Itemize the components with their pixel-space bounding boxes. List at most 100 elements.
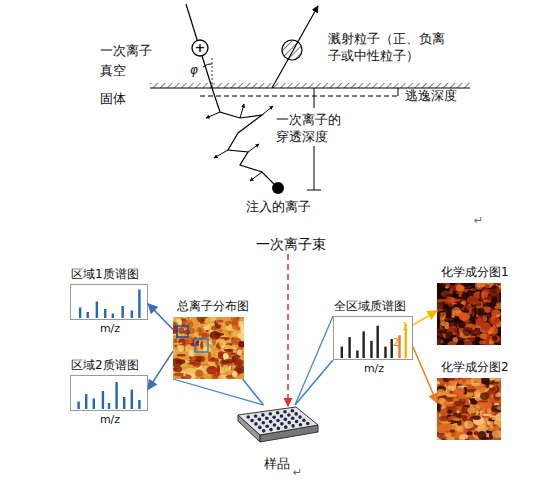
image-texture	[462, 413, 470, 415]
image-texture	[462, 415, 468, 421]
sample-spot	[284, 425, 288, 429]
image-texture	[458, 322, 466, 329]
spectrum-peak	[85, 394, 87, 409]
sample-spot	[269, 428, 273, 432]
connector-arrow	[295, 360, 333, 405]
sample-spot	[258, 418, 262, 422]
ion-image: 总离子分布图	[173, 317, 244, 379]
sample-spot	[265, 424, 269, 428]
axis-label: m/z	[71, 413, 149, 427]
image-texture	[463, 308, 469, 312]
primary-ion-beam	[287, 254, 289, 406]
spectrum-peak	[115, 382, 117, 409]
spectrum-peak	[108, 403, 110, 409]
escape-depth-marker	[398, 88, 399, 96]
image-texture	[206, 366, 217, 374]
image-texture	[477, 431, 486, 439]
image-texture	[233, 347, 237, 353]
spectrum-peak	[77, 402, 79, 410]
spectrum-plot	[334, 317, 412, 359]
image-texture	[496, 314, 500, 317]
annotation-label: 注入的离子	[246, 198, 311, 215]
node-title: 总离子分布图	[177, 299, 249, 313]
sample-spot	[276, 411, 280, 415]
image-texture	[174, 366, 183, 372]
depth-marker	[314, 88, 315, 108]
sample-spot	[250, 419, 254, 423]
image-texture	[202, 334, 209, 338]
image-texture	[200, 341, 203, 349]
image-texture	[441, 283, 444, 289]
annotation-label: 固体	[100, 90, 126, 107]
image-texture	[180, 342, 183, 344]
depth-tick	[307, 190, 321, 191]
node-title: 区域1质谱图	[71, 267, 139, 281]
sample-spot	[280, 414, 284, 418]
spectrum-peak	[79, 308, 81, 319]
sample-spot	[299, 423, 303, 427]
image-texture	[479, 340, 486, 344]
spectrum-peak	[102, 391, 104, 409]
node-title: +	[191, 39, 209, 57]
image-texture	[189, 350, 195, 357]
image-texture	[222, 322, 225, 331]
axis-label: m/z	[71, 322, 149, 336]
image-texture	[217, 320, 224, 323]
image-texture	[445, 294, 453, 296]
node-title: 化学成分图1	[441, 265, 509, 279]
image-texture	[453, 380, 462, 382]
region-marker	[195, 339, 208, 352]
image-texture	[437, 424, 447, 433]
image-texture	[441, 340, 444, 343]
image-texture	[464, 340, 472, 345]
image-texture	[482, 414, 492, 416]
mass-spectrum: 区域2质谱图m/z	[70, 375, 148, 411]
annotation-label: 一次离子束	[256, 236, 326, 253]
sample-spot	[291, 424, 295, 428]
image-texture	[446, 398, 453, 402]
depth-marker	[314, 146, 315, 190]
image-texture	[466, 379, 473, 384]
image-texture	[467, 296, 479, 305]
ion-image: 化学成分图1	[437, 283, 501, 345]
image-texture	[446, 433, 451, 440]
image-texture	[477, 385, 485, 393]
connector-arrow	[148, 304, 173, 330]
recoil-branch	[206, 112, 220, 118]
sample-spot	[265, 416, 269, 420]
primary-ion-circle: +	[191, 39, 209, 57]
connector-arrow	[413, 311, 437, 325]
sample-spot	[254, 414, 258, 418]
annotation-label: 2	[393, 334, 399, 351]
mass-spectrum: 全区域质谱图m/z	[333, 316, 413, 360]
image-texture	[456, 285, 464, 291]
implanted-ion	[272, 182, 284, 194]
image-texture	[196, 327, 204, 333]
axis-label: m/z	[334, 362, 414, 376]
image-texture	[491, 319, 500, 323]
image-texture	[481, 291, 488, 298]
ion-image: 化学成分图2	[437, 378, 501, 440]
image-texture	[445, 325, 450, 329]
image-texture	[439, 396, 448, 399]
image-texture	[496, 302, 501, 307]
sample-spot	[262, 421, 266, 425]
image-texture	[437, 381, 440, 385]
image-texture	[437, 404, 441, 412]
image-texture	[497, 284, 501, 286]
image-texture	[484, 403, 492, 409]
projection-line	[295, 316, 333, 405]
sample-spot	[258, 426, 262, 430]
spectrum-peak	[384, 347, 386, 358]
image-texture	[488, 288, 500, 295]
image-texture	[463, 327, 472, 336]
image-texture	[470, 398, 475, 401]
image-texture	[448, 416, 457, 420]
image-texture	[242, 317, 244, 321]
sample-spot	[261, 413, 265, 417]
image-texture	[491, 285, 497, 289]
spectrum-peak	[356, 350, 358, 358]
image-texture	[478, 400, 488, 402]
image-texture	[438, 398, 445, 403]
image-texture	[219, 337, 230, 339]
